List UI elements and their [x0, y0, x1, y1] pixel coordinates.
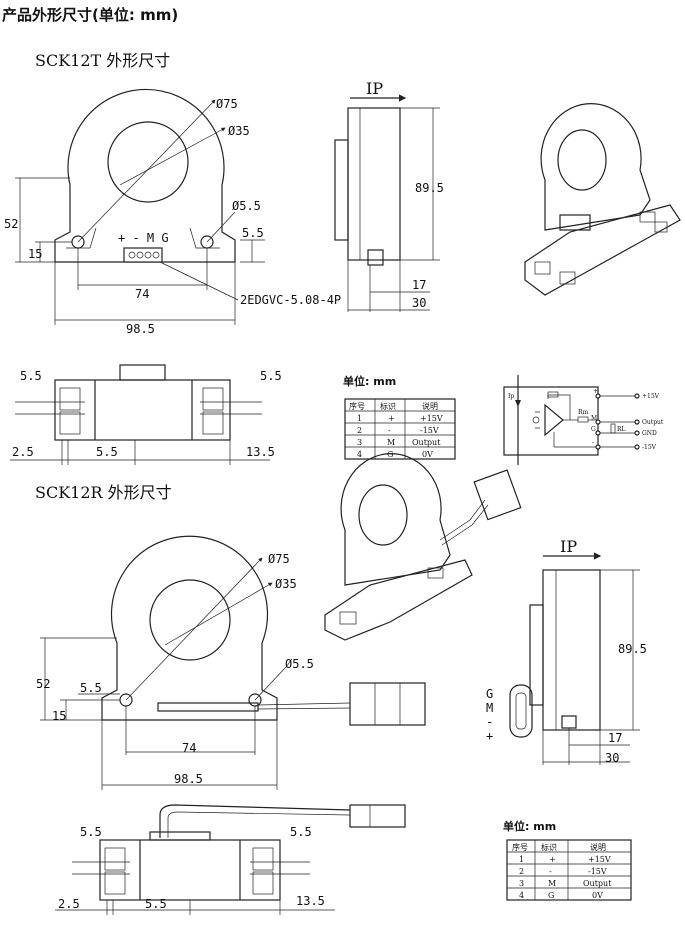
- circuit-p15: +15V: [642, 393, 660, 400]
- sck12r-pin-minus: -: [486, 715, 493, 729]
- sck12t-side-view: [334, 94, 440, 312]
- sck12t-inner-diameter: Ø35: [228, 124, 250, 138]
- sck12r-bottom-a: 2.5: [58, 897, 80, 911]
- sck12r-hole-offset: 5.5: [80, 681, 102, 695]
- circuit-g: G: [591, 426, 596, 433]
- table-cell: 3: [357, 438, 362, 447]
- table-cell: 2: [357, 426, 362, 435]
- table-cell: -15V: [588, 867, 607, 876]
- sck12r-side-height: 89.5: [618, 642, 647, 656]
- circuit-n15: -15V: [642, 444, 657, 451]
- table-cell: +15V: [420, 414, 443, 423]
- sck12t-front-view: [15, 88, 265, 325]
- sck12t-unit-label: 单位: mm: [343, 374, 396, 388]
- sck12r-heading: SCK12R 外形尺寸: [35, 483, 172, 502]
- sck12t-bottom-right: 5.5: [260, 369, 282, 383]
- sck12t-bottom-a: 2.5: [12, 445, 34, 459]
- sck12r-pin-m: M: [486, 701, 493, 715]
- sck12t-side-height: 89.5: [415, 181, 444, 195]
- circuit-m: M: [591, 415, 597, 422]
- sck12t-bottom-c: 13.5: [246, 445, 275, 459]
- sck12r-hole-diameter: Ø5.5: [285, 657, 314, 671]
- sck12t-circuit-diagram: [503, 375, 640, 465]
- table-cell: +15V: [588, 855, 611, 864]
- sck12r-hole-height: 15: [52, 709, 66, 723]
- page-title: 产品外形尺寸(单位: mm): [2, 6, 178, 24]
- table-cell: M: [548, 879, 556, 888]
- sck12t-bottom-b: 5.5: [96, 445, 118, 459]
- circuit-output: Output: [642, 419, 664, 426]
- table-cell: +: [388, 414, 395, 423]
- circuit-plus: +: [593, 388, 598, 395]
- sck12r-front-view: [40, 535, 426, 790]
- sck12r-hole-spacing: 74: [182, 741, 196, 755]
- table-cell: -: [549, 867, 552, 876]
- sck12t-pin-labels: + - M G: [118, 231, 169, 245]
- sck12r-side-view: [509, 552, 640, 765]
- sck12r-unit-label: 单位: mm: [503, 819, 556, 833]
- sck12t-hole-height: 15: [28, 247, 42, 261]
- circuit-ip: Ip: [508, 393, 514, 400]
- sck12t-pin-table: [344, 398, 456, 460]
- sck12t-bottom-view: [10, 364, 270, 465]
- circuit-gnd: GND: [642, 430, 657, 437]
- table-cell: -: [388, 426, 391, 435]
- table-cell: M: [387, 438, 395, 447]
- sck12t-outer-diameter: Ø75: [216, 97, 238, 111]
- sck12t-hole-spacing: 74: [135, 287, 149, 301]
- table-cell: G: [548, 891, 554, 900]
- table-cell: Output: [412, 438, 441, 447]
- table-cell: Output: [583, 879, 612, 888]
- table-cell: 2: [519, 867, 524, 876]
- sck12r-bottom-right: 5.5: [290, 825, 312, 839]
- sck12r-bottom-b: 5.5: [145, 897, 167, 911]
- circuit-rm: Rm: [578, 409, 589, 416]
- sck12t-hole-diameter: Ø5.5: [232, 199, 261, 213]
- sck12r-depth-30: 30: [605, 751, 619, 765]
- circuit-rl: RL: [617, 426, 626, 433]
- table-cell: G: [387, 450, 393, 459]
- sck12t-height: 52: [4, 217, 18, 231]
- sck12r-outer-diameter: Ø75: [268, 552, 290, 566]
- sck12r-depth-17: 17: [608, 731, 622, 745]
- sck12r-isometric-view: [324, 453, 522, 641]
- table-cell: -15V: [420, 426, 439, 435]
- sck12t-depth-17: 17: [412, 278, 426, 292]
- sck12t-depth-30: 30: [412, 296, 426, 310]
- table-cell: +: [549, 855, 556, 864]
- sck12r-bottom-view: [55, 804, 406, 915]
- table-cell: 1: [519, 855, 524, 864]
- table-header: 序号: [349, 401, 365, 411]
- table-cell: 4: [519, 891, 524, 900]
- table-header: 标识: [541, 842, 557, 852]
- sck12t-hole-offset: 5.5: [242, 226, 264, 240]
- table-cell: 0V: [592, 891, 603, 900]
- table-cell: 1: [357, 414, 362, 423]
- table-header: 说明: [422, 401, 438, 411]
- table-cell: 0V: [422, 450, 433, 459]
- sck12r-bottom-c: 13.5: [296, 894, 325, 908]
- table-cell: 3: [519, 879, 524, 888]
- sck12r-pin-g: G: [486, 687, 493, 701]
- sck12t-bottom-left: 5.5: [20, 369, 42, 383]
- sck12r-pin-plus: +: [486, 729, 493, 743]
- table-header: 序号: [512, 842, 528, 852]
- sck12r-height: 52: [36, 677, 50, 691]
- table-header: 说明: [590, 842, 606, 852]
- sck12r-bottom-left: 5.5: [80, 825, 102, 839]
- sck12t-connector-type: 2EDGVC-5.08-4P: [240, 293, 341, 307]
- sck12t-heading: SCK12T 外形尺寸: [35, 51, 170, 70]
- table-cell: 4: [357, 450, 362, 459]
- sck12t-current-direction: IP: [366, 79, 383, 98]
- table-header: 标识: [380, 401, 396, 411]
- sck12r-current-direction: IP: [560, 537, 577, 556]
- circuit-minus: -: [592, 439, 594, 446]
- sck12r-inner-diameter: Ø35: [275, 577, 297, 591]
- sck12r-width: 98.5: [174, 772, 203, 786]
- sck12t-width: 98.5: [126, 322, 155, 336]
- sck12t-isometric-view: [524, 103, 681, 296]
- sck12r-pin-table: [506, 839, 632, 901]
